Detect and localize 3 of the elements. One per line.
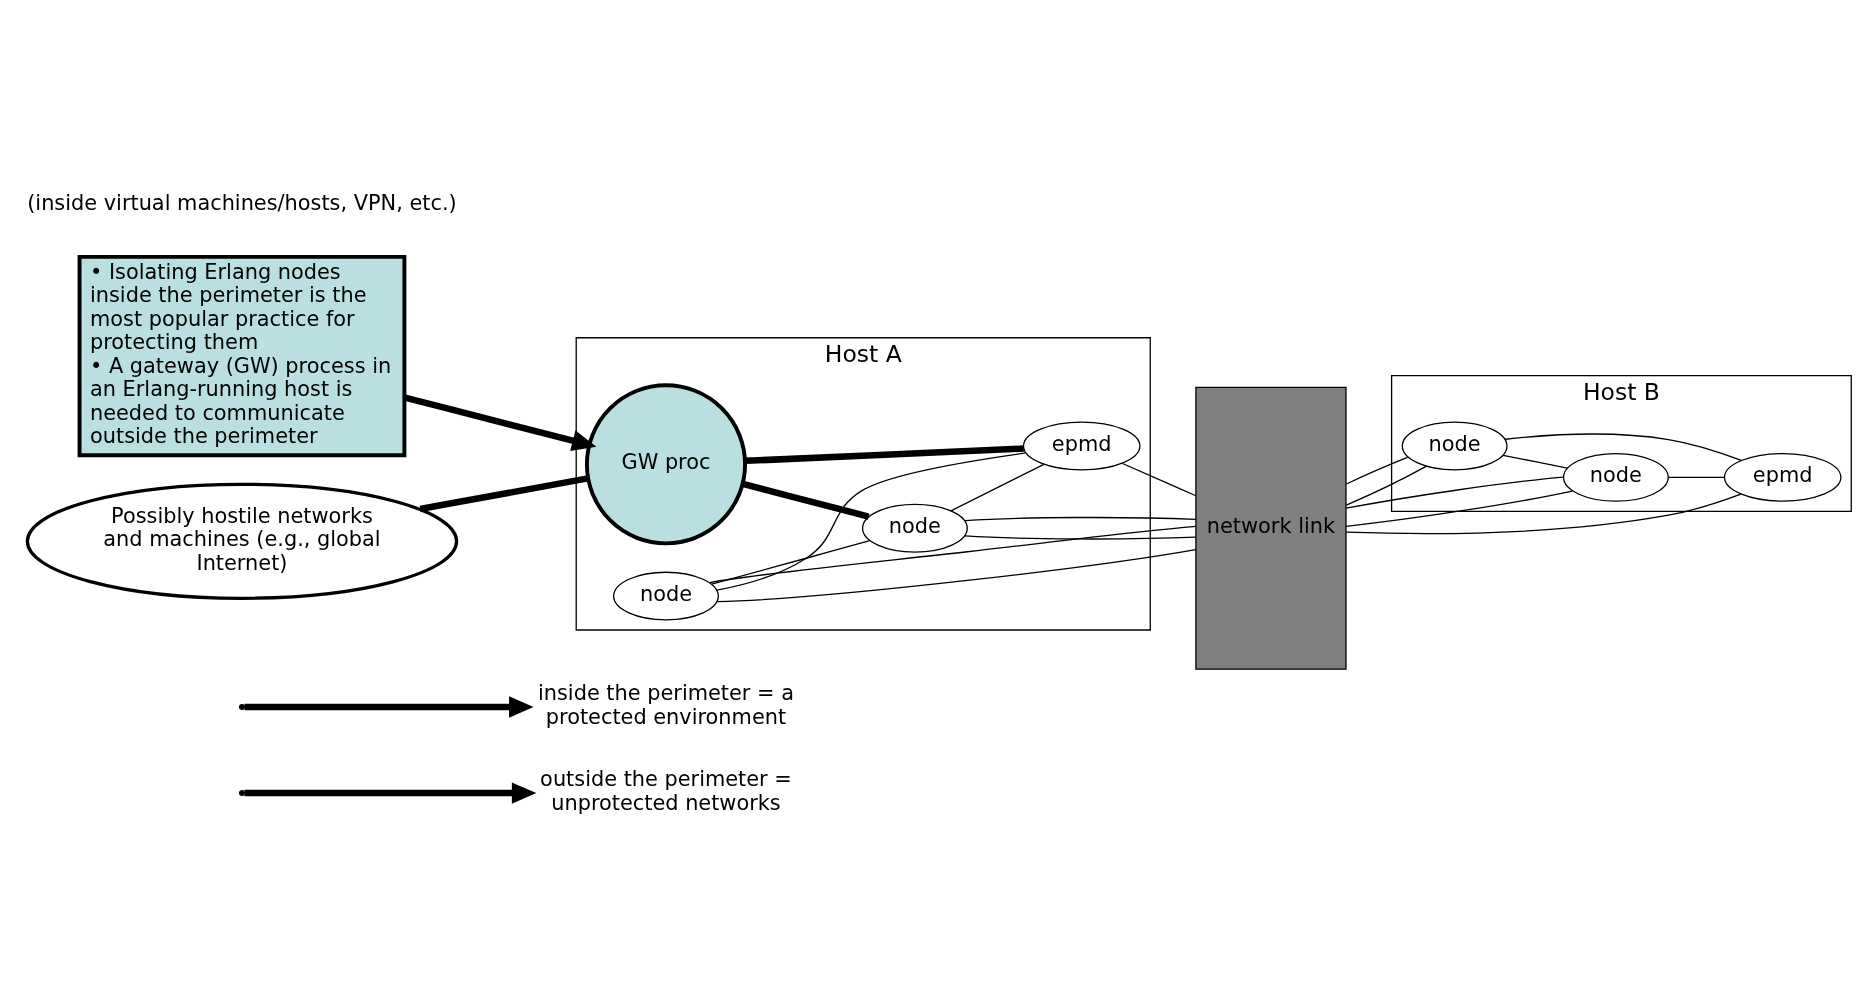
label: (inside virtual machines/hosts, VPN, etc.): [27, 190, 457, 215]
node-text: inside the perimeter = a protected environment: [537, 680, 794, 729]
node-text: outside the perimeter = unprotected networks: [540, 766, 792, 815]
